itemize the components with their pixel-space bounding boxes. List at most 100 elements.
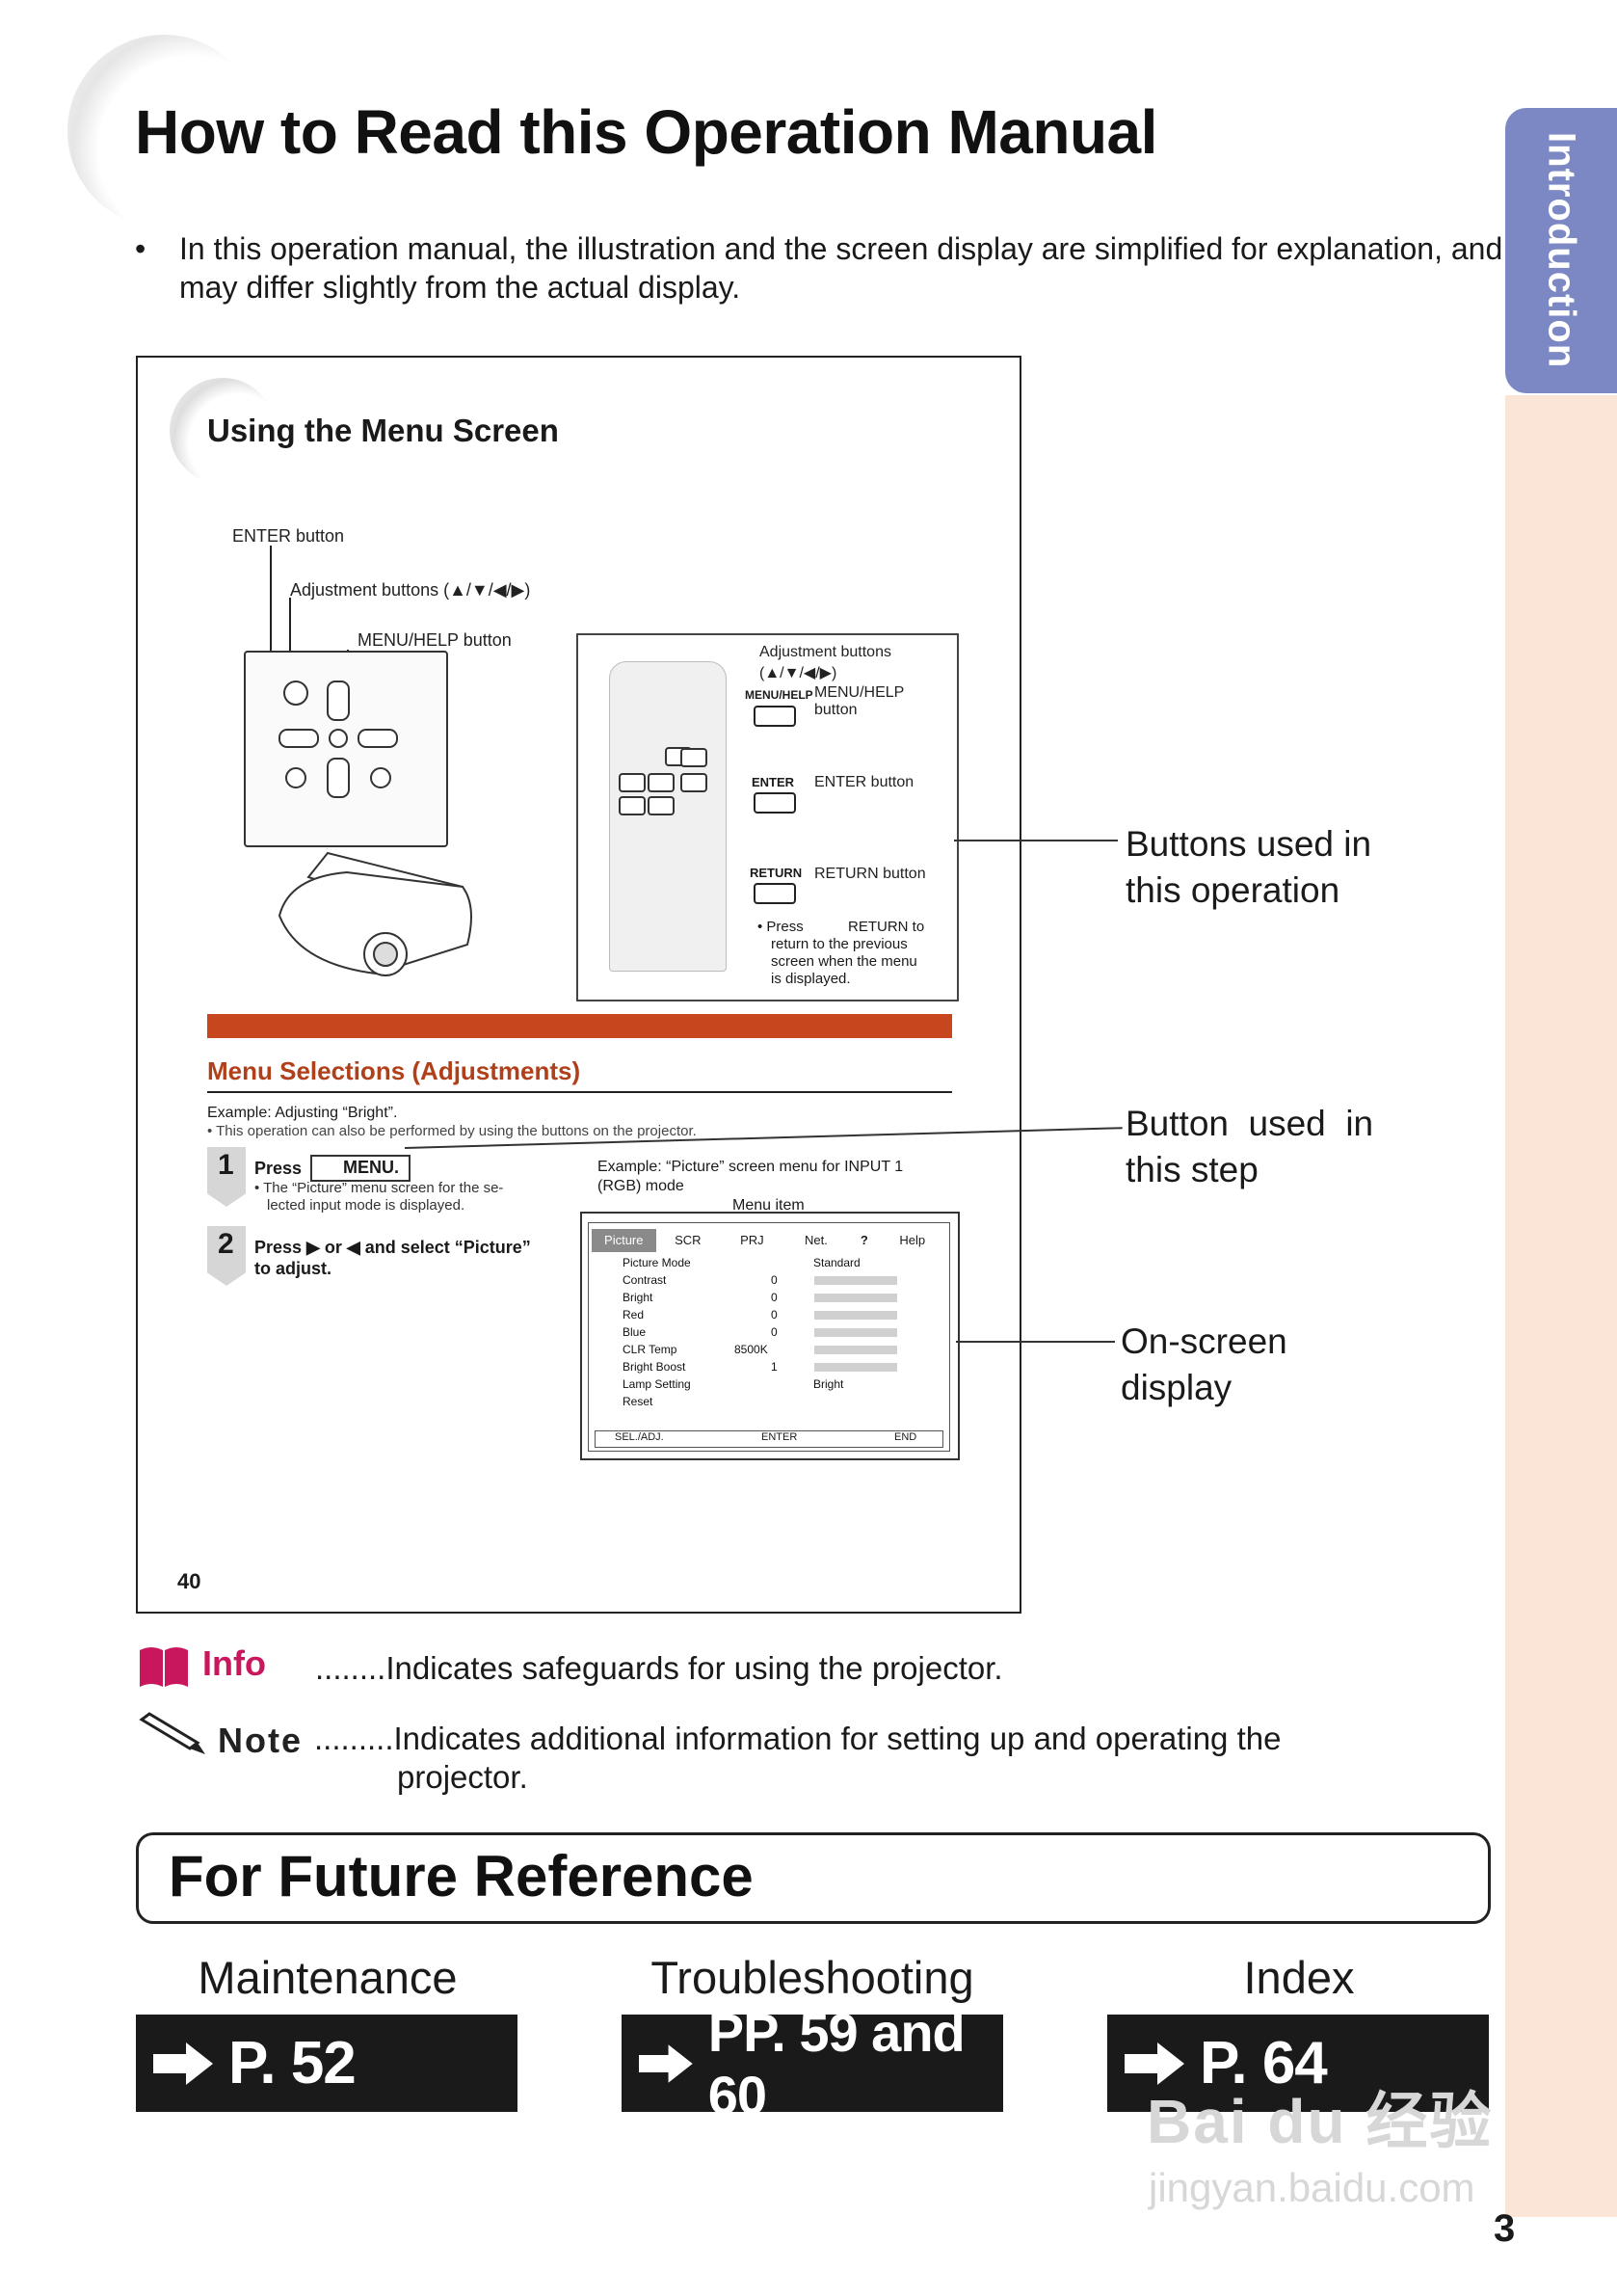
ref-link-index[interactable]: P. 64	[1107, 2015, 1489, 2112]
osd-footer-enter: ENTER	[761, 1431, 798, 1443]
divider	[207, 1091, 952, 1093]
arrow-right-icon	[639, 2043, 693, 2083]
page-title: How to Read this Operation Manual	[135, 97, 1157, 167]
screen-example-line-2: (RGB) mode	[597, 1178, 684, 1194]
bullet-icon: •	[135, 231, 146, 266]
ref-link-troubleshooting[interactable]: PP. 59 and 60	[622, 2002, 1003, 2125]
osd-row-name: Picture Mode	[623, 1256, 691, 1269]
return-key-icon	[619, 796, 646, 815]
callout-on-screen: On-screen display	[1121, 1319, 1287, 1411]
enter-button-label: ENTER button	[232, 526, 345, 546]
osd-row-name: Lamp Setting	[623, 1377, 691, 1391]
osd-tab-prj: PRJ	[740, 1233, 764, 1247]
intro-bullet: • In this operation manual, the illustra…	[135, 229, 1503, 307]
press-note-4: is displayed.	[771, 971, 851, 987]
remote-menu-help-label-2: button	[814, 702, 858, 718]
osd-tab-scr: SCR	[675, 1233, 702, 1247]
note-text-line-1: .........Indicates additional informatio…	[314, 1721, 1282, 1756]
menu-help-key-icon	[754, 706, 796, 727]
osd-row-value: 1	[771, 1360, 778, 1374]
remote-adjustment-arrows: (▲/▼/◀/▶)	[759, 665, 837, 681]
osd-row-value: 0	[771, 1291, 778, 1304]
projector-illustration	[270, 818, 491, 1002]
remote-menu-help-label: MENU/HELP	[814, 684, 905, 701]
osd-tab-picture: Picture	[592, 1229, 656, 1252]
future-reference-title: For Future Reference	[169, 1844, 754, 1909]
callout-line	[954, 840, 1118, 841]
section-tab[interactable]	[1505, 108, 1617, 393]
ref-link-maintenance[interactable]: P. 52	[136, 2015, 517, 2112]
osd-row-value: 0	[771, 1273, 778, 1287]
osd-row-name: Bright	[623, 1291, 653, 1304]
future-reference-box	[136, 1832, 1491, 1924]
sample-heading: Using the Menu Screen	[207, 413, 559, 448]
osd-slider	[814, 1363, 897, 1372]
baidu-watermark: Bai du 经验	[1147, 2087, 1494, 2156]
menu-help-button-label: MENU/HELP button	[358, 630, 512, 650]
ref-page: P. 52	[228, 2030, 357, 2096]
step-1-press: Press	[254, 1159, 303, 1178]
down-key-icon	[648, 796, 675, 815]
osd-slider	[814, 1311, 897, 1320]
osd-help-icon: ?	[860, 1233, 868, 1247]
osd-footer-sel: SEL./ADJ.	[615, 1431, 664, 1443]
menu-selections-title: Menu Selections (Adjustments)	[207, 1056, 581, 1085]
osd-row-name: Blue	[623, 1325, 647, 1339]
callout-button-step: Button used in this step	[1126, 1101, 1373, 1193]
callout-button-step-line-2: this step	[1126, 1150, 1259, 1189]
right-key-icon	[680, 773, 707, 792]
step-1-sub-1: • The “Picture” menu screen for the se-	[254, 1180, 504, 1196]
enter-key-caption: ENTER	[752, 775, 795, 789]
ref-label-maintenance: Maintenance	[198, 1952, 458, 2003]
remote-enter-label: ENTER button	[814, 774, 915, 790]
baidu-watermark-url: jingyan.baidu.com	[1149, 2165, 1475, 2210]
osd-row-value: 0	[771, 1308, 778, 1322]
title-swoosh-decoration	[67, 35, 260, 227]
info-label: Info	[202, 1643, 266, 1683]
projector-panel-illustration	[244, 651, 448, 847]
callout-buttons-used-line-1: Buttons used in	[1126, 824, 1372, 864]
step-2-flag	[207, 1226, 246, 1286]
press-note-1: • Press	[757, 919, 804, 935]
press-note-1b: RETURN to	[848, 919, 925, 935]
note-label: Note	[218, 1721, 303, 1760]
remote-adjustment-label: Adjustment buttons	[759, 644, 891, 660]
ref-page: P. 64	[1200, 2030, 1328, 2096]
arrow-right-icon	[1125, 2042, 1184, 2085]
note-text-line-2: projector.	[397, 1759, 528, 1795]
ref-label-index: Index	[1243, 1952, 1355, 2003]
menu-key-highlight	[310, 1155, 411, 1182]
osd-row-name: Reset	[623, 1395, 653, 1408]
osd-row-value: Standard	[813, 1256, 861, 1269]
osd-row-value: Bright	[813, 1377, 844, 1391]
enter-key-icon	[648, 773, 675, 792]
example-note: • This operation can also be performed b…	[207, 1123, 697, 1139]
page-number: 3	[1494, 2207, 1516, 2250]
example-adjusting: Example: Adjusting “Bright”.	[207, 1105, 398, 1121]
osd-inner-frame	[588, 1222, 950, 1452]
osd-tab-help: Help	[899, 1233, 926, 1247]
info-text: ........Indicates safeguards for using t…	[315, 1650, 1003, 1686]
step-1-number: 1	[218, 1149, 234, 1181]
callout-line	[956, 1341, 1115, 1343]
osd-tab-net: Net.	[804, 1233, 828, 1247]
step-2-number: 2	[218, 1228, 234, 1260]
return-key-large-icon	[754, 883, 796, 904]
side-strip	[1505, 395, 1617, 2217]
osd-slider	[814, 1276, 897, 1285]
sample-page-frame	[136, 356, 1021, 1614]
osd-row-name: Red	[623, 1308, 645, 1322]
osd-row-value: 0	[771, 1325, 778, 1339]
sample-page-number: 40	[177, 1569, 201, 1593]
osd-tab-bar: Picture SCR PRJ Net. ? Help	[592, 1229, 944, 1252]
osd-row-value: 8500K	[734, 1343, 768, 1356]
step-1-sub-2: lected input mode is displayed.	[267, 1197, 465, 1214]
callout-button-step-line-1: Button used in	[1126, 1104, 1374, 1143]
osd-slider	[814, 1294, 897, 1302]
osd-row-name: CLR Temp	[623, 1343, 677, 1356]
section-tab-label: Introduction	[1540, 132, 1583, 369]
osd-row-name: Bright Boost	[623, 1360, 686, 1374]
enter-key-large-icon	[754, 792, 796, 814]
menu-key-icon	[680, 748, 707, 767]
remote-control-illustration	[609, 661, 727, 972]
